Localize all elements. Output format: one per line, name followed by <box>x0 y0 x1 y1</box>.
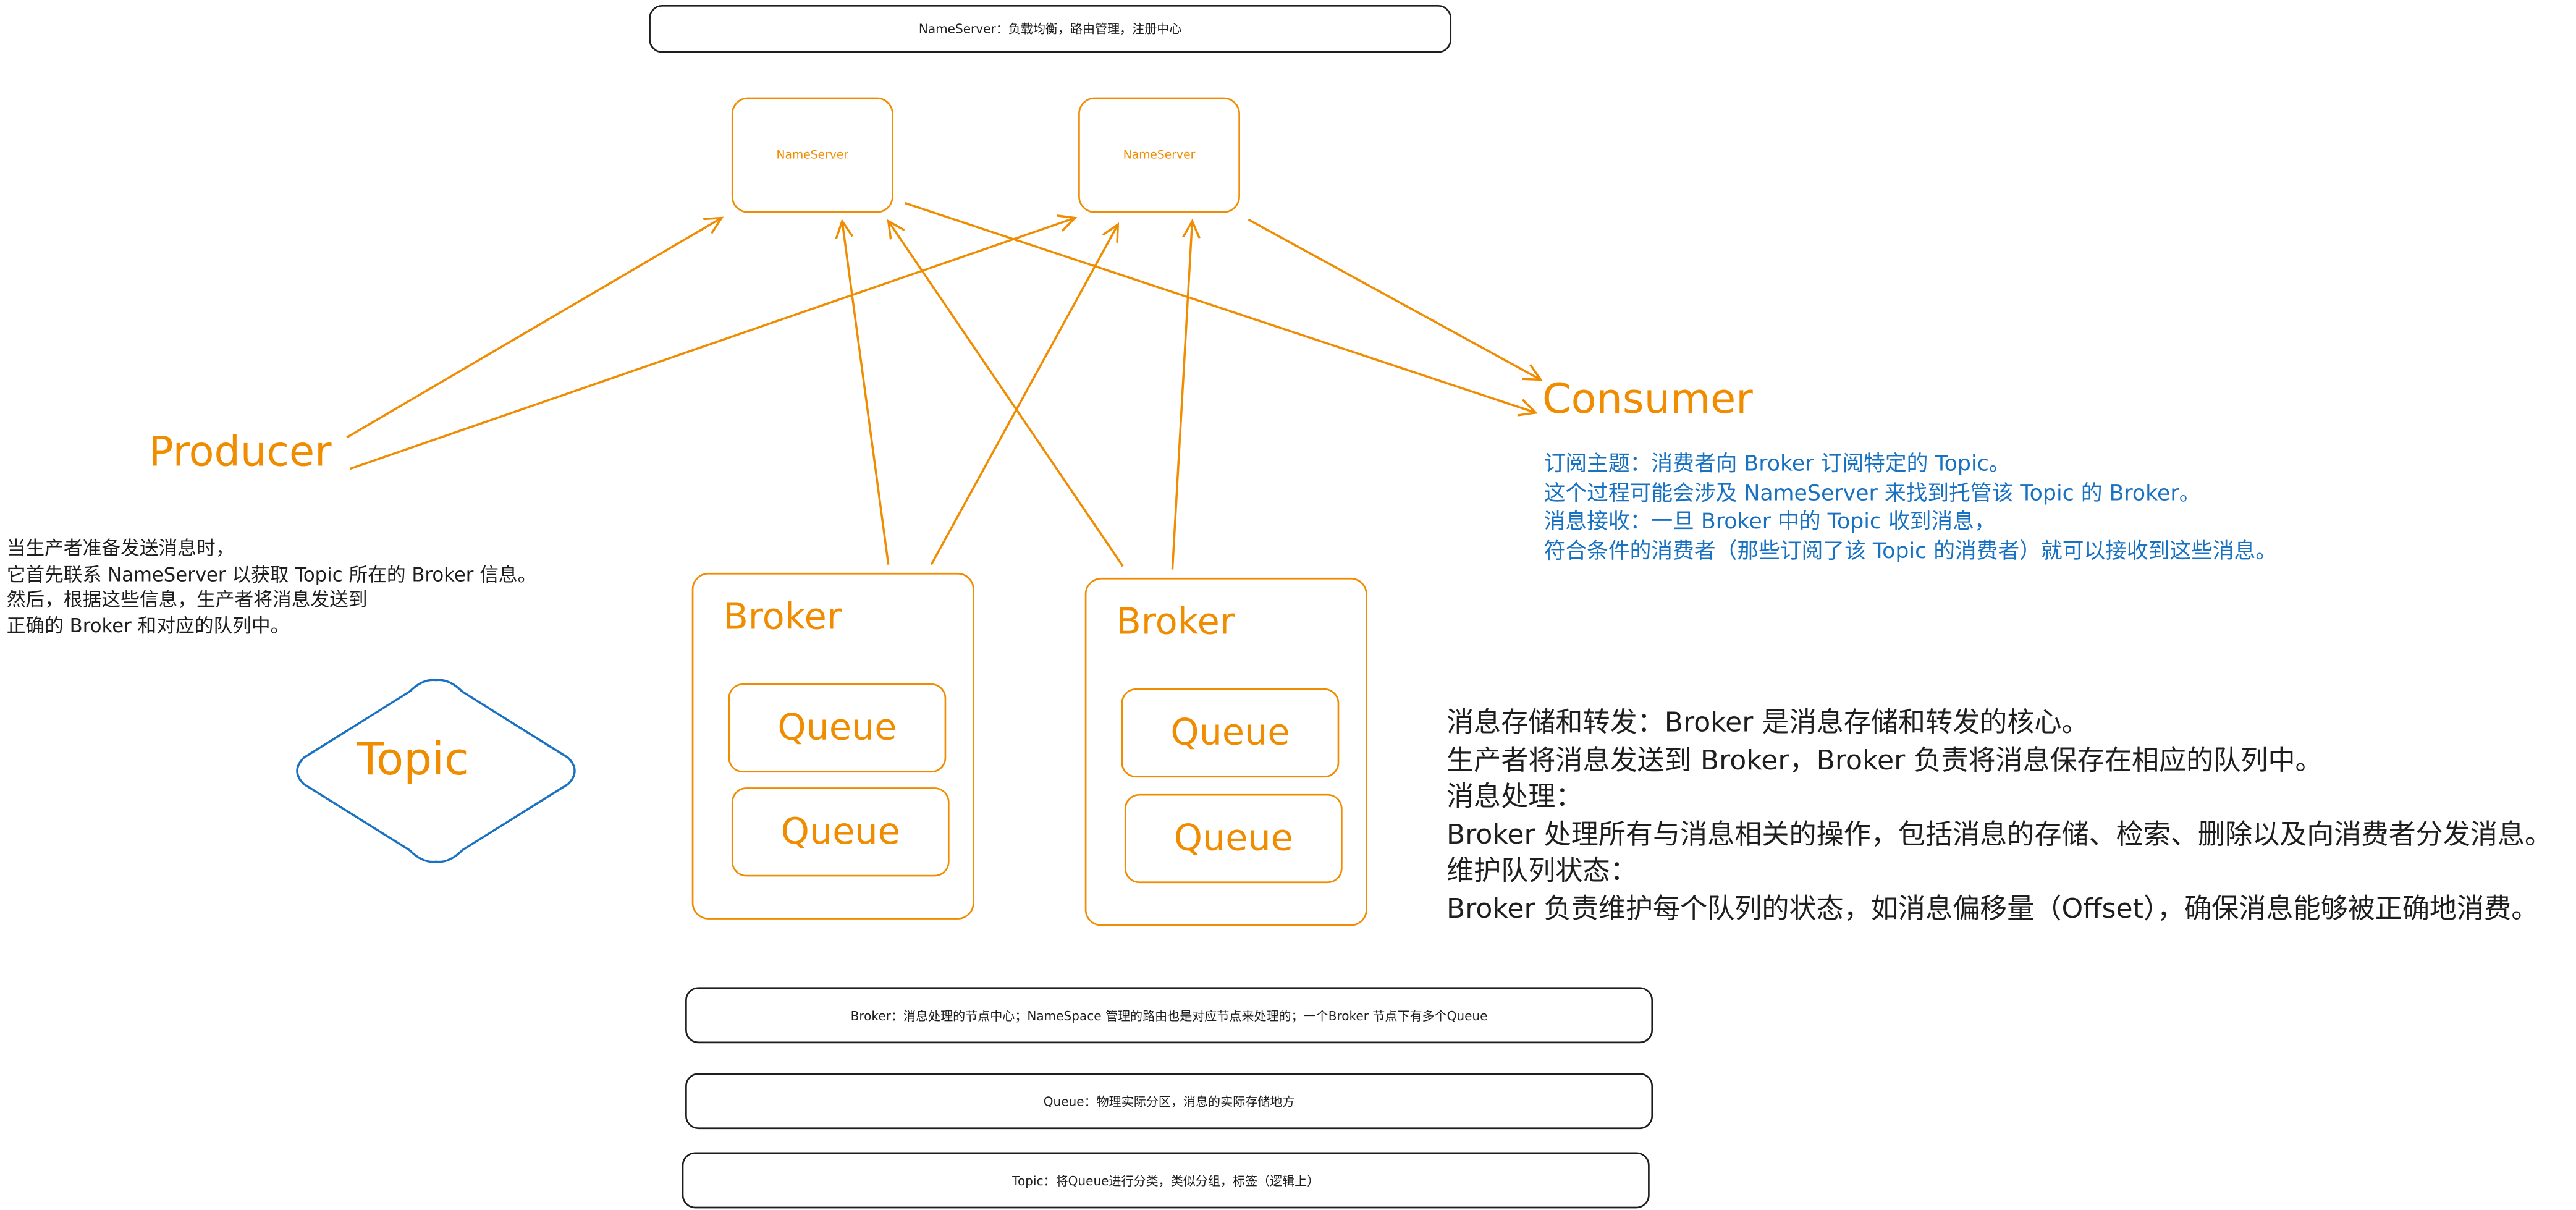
producer-description: 当生产者准备发送消息时， 它首先联系 NameServer 以获取 Topic … <box>7 536 537 639</box>
consumer-note-line: 符合条件的消费者（那些订阅了该 Topic 的消费者）就可以接收到这些消息。 <box>1543 539 2278 564</box>
queue-broker1-1: Queue <box>728 683 947 773</box>
arrow-broker2-to-nameserver-2 <box>1171 221 1192 570</box>
consumer-note-line: 这个过程可能会涉及 NameServer 来找到托管该 Topic 的 Brok… <box>1543 481 2201 506</box>
producer-label: Producer <box>148 427 332 476</box>
nameserver-label-2: NameServer <box>1123 148 1196 162</box>
queue-definition-text: Queue：物理实际分区，消息的实际存储地方 <box>1043 1093 1295 1109</box>
broker-note-line: 消息处理： <box>1446 781 1583 813</box>
broker-note-line: 消息存储和转发：Broker 是消息存储和转发的核心。 <box>1446 706 2089 738</box>
arrow-broker1-to-nameserver-2 <box>930 224 1118 565</box>
broker-node-1 <box>691 572 974 920</box>
producer-note-line: 然后，根据这些信息，生产者将消息发送到 <box>6 587 368 611</box>
arrow-nameserver-2-to-consumer <box>1248 218 1540 379</box>
producer-note-line: 它首先联系 NameServer 以获取 Topic 所在的 Broker 信息… <box>6 562 537 585</box>
producer-note-line: 正确的 Broker 和对应的队列中。 <box>6 613 290 637</box>
queue-label: Queue <box>777 707 897 749</box>
queue-broker1-2: Queue <box>731 787 950 877</box>
queue-broker2-2: Queue <box>1124 793 1343 884</box>
broker-note-line: 维护队列状态： <box>1446 855 1637 887</box>
broker-node-2 <box>1084 577 1367 926</box>
topic-diamond <box>296 679 576 863</box>
arrow-nameserver-1-to-consumer <box>904 201 1535 413</box>
queue-label: Queue <box>1173 818 1293 860</box>
nameserver-description-text: NameServer：负载均衡，路由管理，注册中心 <box>918 21 1182 36</box>
broker-note-line: 生产者将消息发送到 Broker，Broker 负责将消息保存在相应的队列中。 <box>1446 743 2323 776</box>
consumer-label: Consumer <box>1542 374 1753 423</box>
topic-definition-box: Topic：将Queue进行分类，类似分组，标签（逻辑上） <box>682 1152 1650 1209</box>
broker-description: 消息存储和转发：Broker 是消息存储和转发的核心。 生产者将消息发送到 Br… <box>1446 705 2552 928</box>
nameserver-description-box: NameServer：负载均衡，路由管理，注册中心 <box>649 5 1452 53</box>
queue-broker2-1: Queue <box>1121 688 1340 778</box>
nameserver-node-1: NameServer <box>731 97 893 213</box>
queue-label: Queue <box>1170 712 1290 754</box>
broker-note-line: Broker 处理所有与消息相关的操作，包括消息的存储、检索、删除以及向消费者分… <box>1446 818 2553 850</box>
broker-definition-text: Broker：消息处理的节点中心；NameSpace 管理的路由也是对应节点来处… <box>850 1007 1488 1023</box>
arrow-producer-to-nameserver-2 <box>349 218 1075 470</box>
broker-label-2: Broker <box>1116 602 1235 644</box>
consumer-note-line: 订阅主题：消费者向 Broker 订阅特定的 Topic。 <box>1543 452 2011 477</box>
broker-note-line: Broker 负责维护每个队列的状态，如消息偏移量（Offset），确保消息能够… <box>1446 892 2539 924</box>
nameserver-label-1: NameServer <box>776 148 849 162</box>
topic-definition-text: Topic：将Queue进行分类，类似分组，标签（逻辑上） <box>1012 1172 1320 1188</box>
consumer-description: 订阅主题：消费者向 Broker 订阅特定的 Topic。 这个过程可能会涉及 … <box>1544 451 2277 566</box>
topic-label: Topic <box>357 734 469 786</box>
arrow-broker2-to-nameserver-1 <box>889 221 1124 567</box>
nameserver-node-2: NameServer <box>1078 97 1240 213</box>
broker-definition-box: Broker：消息处理的节点中心；NameSpace 管理的路由也是对应节点来处… <box>685 987 1653 1044</box>
queue-label: Queue <box>780 811 900 853</box>
arrow-broker1-to-nameserver-1 <box>842 221 890 565</box>
arrow-producer-to-nameserver-1 <box>346 218 722 439</box>
consumer-note-line: 消息接收：一旦 Broker 中的 Topic 收到消息， <box>1543 510 1996 535</box>
broker-label-1: Broker <box>723 597 842 639</box>
producer-note-line: 当生产者准备发送消息时， <box>6 536 235 560</box>
queue-definition-box: Queue：物理实际分区，消息的实际存储地方 <box>685 1073 1653 1130</box>
